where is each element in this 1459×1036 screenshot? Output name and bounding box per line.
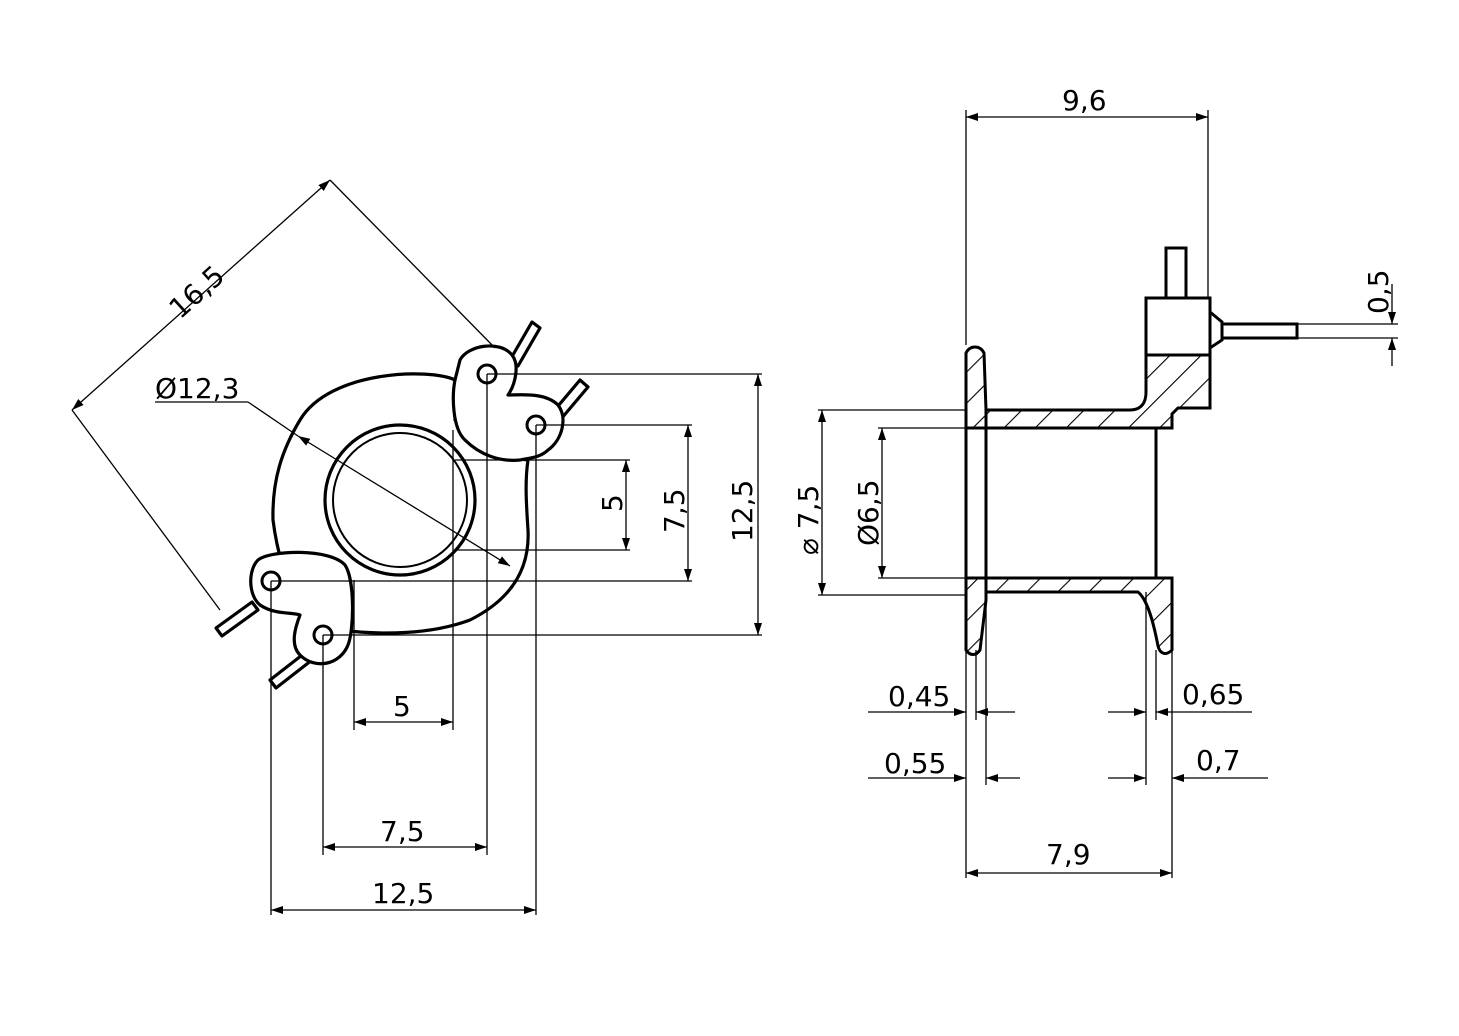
bobbin-left-flange	[964, 345, 988, 430]
dim-line-diameter-leader2	[247, 401, 299, 437]
bobbin-wall-top	[984, 353, 1212, 430]
pin-horizontal	[1220, 322, 1299, 340]
label-pin-diameter: 0,5	[1362, 269, 1395, 314]
side-extension-lines	[818, 110, 1398, 878]
label-wall-left-b: 0,55	[884, 747, 946, 780]
label-diagonal-span: 16,5	[163, 259, 231, 325]
pin-wire-bottom-1	[214, 600, 260, 638]
pin-wires	[214, 320, 590, 690]
pin-tab-bottom	[249, 550, 355, 666]
pin-block	[1144, 296, 1212, 357]
dim-line-diagonal	[71, 179, 331, 411]
label-wall-left-a: 0,45	[888, 680, 950, 713]
label-bore-diameter: Ø6,5	[852, 479, 885, 546]
pin-cone	[1208, 308, 1224, 351]
label-pin-offset-v-large: 12,5	[726, 480, 759, 542]
front-view: 16,5 Ø12,3 5 7,5 12,5 5 7,5 12,5	[71, 179, 762, 915]
label-wall-right-b: 0,7	[1196, 744, 1241, 777]
pin-vertical	[1164, 246, 1188, 300]
label-flange-diameter: ⌀ 7,5	[792, 485, 825, 555]
label-wall-right-a: 0,65	[1182, 678, 1244, 711]
pin-tab-top	[451, 344, 565, 462]
label-pin-offset-h-small: 5	[393, 690, 411, 723]
side-view: 9,6 0,5 ⌀ 7,5 Ø6,5 0,45 0,55 0,65 0,7 7,…	[792, 84, 1398, 878]
bobbin-left-flange-bottom	[964, 576, 988, 656]
bobbin-left-flange-mid	[964, 426, 988, 580]
label-outer-diameter: Ø12,3	[155, 372, 239, 405]
label-overall-length: 9,6	[1062, 84, 1107, 117]
label-pin-offset-h-mid: 7,5	[380, 815, 425, 848]
bobbin-bore	[984, 426, 1158, 580]
label-pin-offset-v-small: 5	[596, 494, 629, 512]
dim-line-diameter	[297, 435, 511, 567]
label-pin-offset-v-mid: 7,5	[658, 488, 691, 533]
label-pin-offset-h-large: 12,5	[372, 877, 434, 910]
bobbin-wall-bottom	[984, 576, 1174, 655]
label-winding-length: 7,9	[1046, 838, 1091, 871]
